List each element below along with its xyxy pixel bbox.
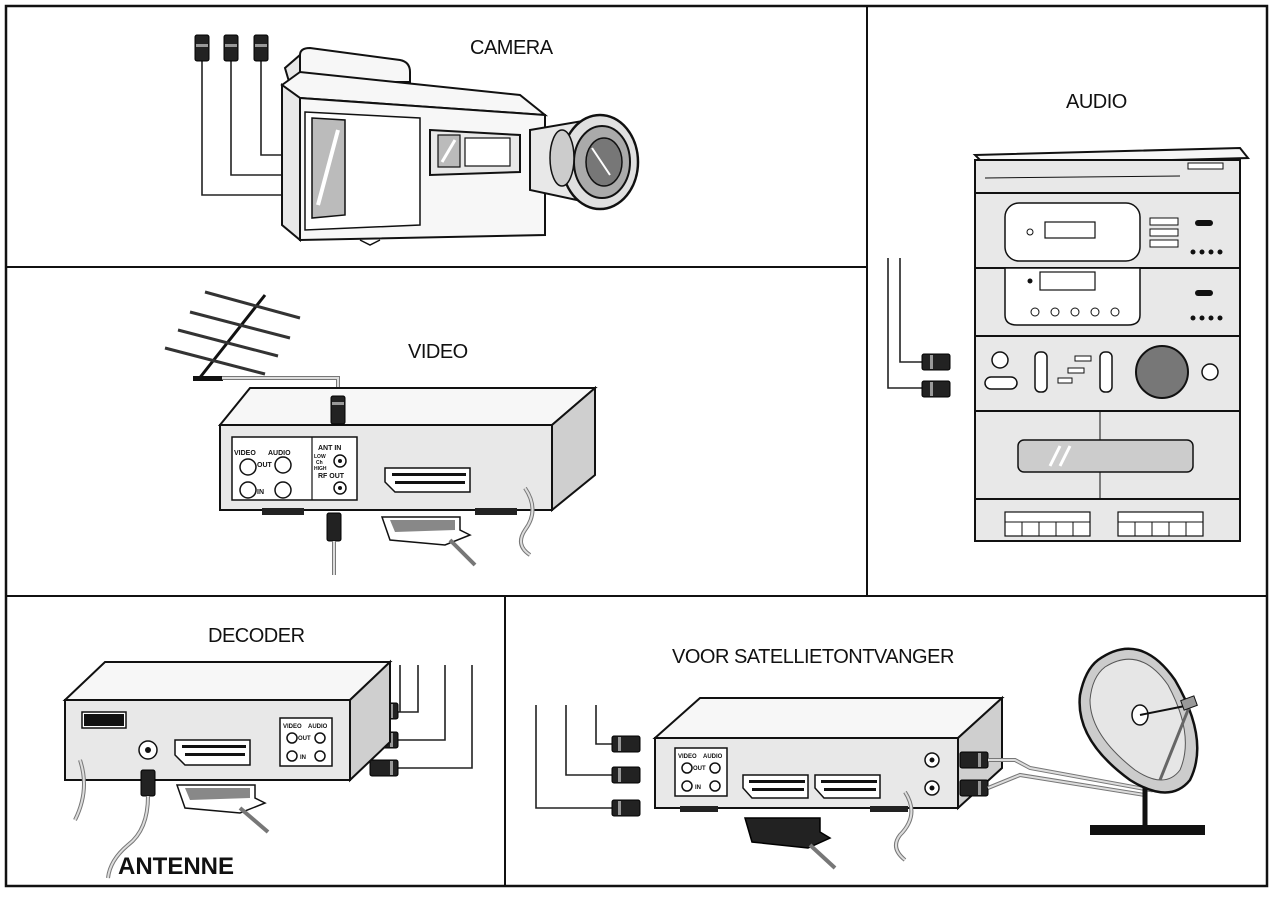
vcr-video-in-jack xyxy=(239,481,257,499)
decoder-label: DECODER xyxy=(208,625,305,647)
stereo-system-icon xyxy=(972,146,1251,542)
decoder-section: DECODER VIDEO AUDIO xyxy=(62,625,473,880)
decoder-icon: VIDEO AUDIO OUT IN xyxy=(62,659,393,879)
sat-video-in-jack xyxy=(681,780,693,792)
vcr-in-text: IN xyxy=(257,489,264,496)
decoder-audio-in-jack xyxy=(314,750,326,762)
sat-audio-text: AUDIO xyxy=(703,754,723,760)
camera-section: CAMERA xyxy=(194,34,640,246)
sat-out-text: OUT xyxy=(693,766,706,772)
decoder-video-in-jack xyxy=(286,750,298,762)
camcorder-icon xyxy=(280,46,640,246)
satellite-cables-left xyxy=(535,705,641,817)
decoder-audio-text: AUDIO xyxy=(308,724,328,730)
antenna-icon xyxy=(164,290,340,398)
sat-in-text: IN xyxy=(695,785,701,791)
sat-video-text: VIDEO xyxy=(678,754,697,760)
sat-scart-plug xyxy=(744,817,832,849)
audio-label: AUDIO xyxy=(1066,91,1127,113)
decoder-in-text: IN xyxy=(300,755,306,761)
vcr-audio-in-jack xyxy=(274,481,292,499)
sat-audio-out-jack xyxy=(709,762,721,774)
decoder-video-out-jack xyxy=(286,732,298,744)
vcr-ant-in-text: ANT IN xyxy=(318,445,341,452)
vcr-audio-out-jack xyxy=(274,456,292,474)
decoder-video-text: VIDEO xyxy=(283,724,302,730)
vcr-low-text: LOW xyxy=(314,454,326,460)
camera-label: CAMERA xyxy=(470,37,554,59)
decoder-out-text: OUT xyxy=(298,736,311,742)
camera-plug xyxy=(194,34,269,62)
sat-audio-in-jack xyxy=(709,780,721,792)
satellite-receiver-icon: VIDEO AUDIO OUT IN xyxy=(652,695,1005,870)
satellite-dish-icon xyxy=(1078,647,1205,835)
video-section: VIDEO VIDEO AUDIO OUT IN xyxy=(164,290,598,575)
antenne-label: ANTENNE xyxy=(118,853,234,880)
sat-scart-socket-1 xyxy=(742,774,809,799)
vcr-scart-socket xyxy=(384,467,471,493)
vcr-out-text: OUT xyxy=(257,462,273,469)
video-label: VIDEO xyxy=(408,341,468,363)
vcr-video-text: VIDEO xyxy=(234,450,256,457)
vcr-video-out-jack xyxy=(239,458,257,476)
satellite-section: VOOR SATELLIETONTVANGER VIDEO AUDIO OUT … xyxy=(535,646,1205,870)
decoder-scart-socket xyxy=(174,739,251,766)
audio-section: AUDIO xyxy=(887,91,1251,542)
vcr-ch-text: Ch xyxy=(316,460,323,466)
panel-grid xyxy=(4,4,1269,888)
satellite-label: VOOR SATELLIETONTVANGER xyxy=(672,646,954,668)
vcr-high-text: HIGH xyxy=(314,466,327,472)
vcr-icon: VIDEO AUDIO OUT IN ANT IN LOW Ch HIGH RF… xyxy=(217,385,598,575)
camera-cables xyxy=(194,34,283,196)
decoder-audio-out-jack xyxy=(314,732,326,744)
audio-cables xyxy=(887,258,951,398)
vcr-audio-text: AUDIO xyxy=(268,450,291,457)
vcr-rf-out-text: RF OUT xyxy=(318,473,345,480)
sat-video-out-jack xyxy=(681,762,693,774)
sat-scart-socket-2 xyxy=(814,774,881,799)
